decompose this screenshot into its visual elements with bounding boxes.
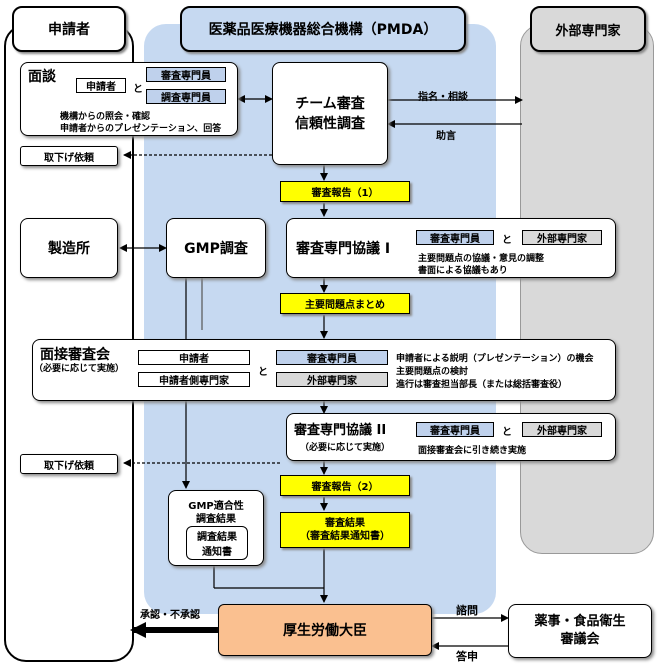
gmp-result-line1: GMP適合性 <box>188 501 244 512</box>
pharma-council-box: 薬事・食品衛生 審議会 <box>508 604 652 658</box>
council-line2: 審議会 <box>560 632 600 647</box>
review-report-2: 審査報告（2） <box>280 475 410 496</box>
withdraw-request-2: 取下げ依頼 <box>20 454 118 474</box>
factory-box: 製造所 <box>20 218 118 278</box>
mendan-investigator: 調査専門員 <box>146 89 226 104</box>
nomination-label: 指名・相談 <box>418 92 468 103</box>
consult-label: 諮問 <box>456 604 478 617</box>
hearing-applicant-expert: 申請者側専門家 <box>138 372 250 387</box>
mendan-reviewer: 審査専門員 <box>146 67 226 82</box>
team-review-line2: 信頼性調査 <box>295 115 365 132</box>
key-issues-summary: 主要問題点まとめ <box>280 293 410 314</box>
review-result-line1: 審査結果 <box>325 518 365 529</box>
applicant-lane-title: 申請者 <box>12 6 126 52</box>
team-review-line1: チーム審査 <box>295 95 365 112</box>
kyogi2-note: 面接審査会に引き続き実施 <box>418 446 527 456</box>
council-line1: 薬事・食品衛生 <box>534 614 626 629</box>
kyogi1-note1: 主要問題点の協議・意見の調整 <box>418 254 545 264</box>
expert-consultation-1-title: 審査専門協議 I <box>296 241 391 257</box>
mendan-title: 面談 <box>28 69 56 85</box>
mendan-and: と <box>133 84 143 95</box>
gmp-result-notice: 調査結果 通知書 <box>186 526 248 560</box>
hearing-note2: 主要問題点の検討 <box>396 367 469 377</box>
experts-lane <box>520 24 654 554</box>
withdraw-request-1: 取下げ依頼 <box>20 146 118 166</box>
mendan-note1: 機構からの照会・確認 <box>60 112 151 122</box>
gmp-inspection-box: GMP調査 <box>166 218 266 278</box>
mendan-applicant: 申請者 <box>76 78 126 93</box>
hearing-applicant: 申請者 <box>138 350 250 365</box>
kyogi1-note2: 書面による協議もあり <box>418 266 508 276</box>
hearing-note3: 進行は審査担当部長（または総括審査役） <box>396 380 568 390</box>
report-back-label: 答申 <box>456 650 478 663</box>
expert-consultation-1-box <box>286 218 616 278</box>
hearing-note1: 申請者による説明（プレゼンテーション）の機会 <box>396 354 594 364</box>
kyogi1-and: と <box>502 235 512 246</box>
gmp-result-inner1: 調査結果 <box>197 532 237 543</box>
hearing-session-sub: （必要に応じて実施） <box>34 364 125 374</box>
hearing-session-title: 面接審査会 <box>40 347 110 363</box>
gmp-result-inner2: 通知書 <box>202 547 232 558</box>
expert-consultation-2-sub: （必要に応じて実施） <box>300 443 391 453</box>
kyogi1-reviewer: 審査専門員 <box>416 230 494 245</box>
kyogi2-expert: 外部専門家 <box>522 422 602 437</box>
kyogi2-reviewer: 審査専門員 <box>416 422 494 437</box>
hearing-and: と <box>258 367 268 378</box>
review-report-1: 審査報告（1） <box>280 181 410 202</box>
advice-label: 助言 <box>436 131 456 142</box>
mendan-note2: 申請者からのプレゼンテーション、回答 <box>60 124 222 134</box>
review-result-box: 審査結果 （審査結果通知書） <box>280 512 410 548</box>
expert-consultation-2-title: 審査専門協議 II <box>294 423 387 438</box>
approval-label: 承認・不承認 <box>140 610 200 621</box>
experts-lane-title: 外部専門家 <box>530 6 646 52</box>
review-result-line2: （審査結果通知書） <box>300 531 390 542</box>
kyogi2-and: と <box>502 427 512 438</box>
team-review-box: チーム審査 信頼性調査 <box>272 62 388 165</box>
hearing-session-box <box>32 339 616 401</box>
gmp-result-line2: 調査結果 <box>196 514 236 525</box>
expert-consultation-2-box <box>286 413 616 461</box>
hearing-reviewer: 審査専門員 <box>276 350 388 365</box>
hearing-expert: 外部専門家 <box>276 372 388 387</box>
mhlw-minister-box: 厚生労働大臣 <box>218 604 432 656</box>
kyogi1-expert: 外部専門家 <box>522 230 602 245</box>
pmda-lane-title: 医薬品医療機器総合機構（PMDA） <box>180 6 466 52</box>
